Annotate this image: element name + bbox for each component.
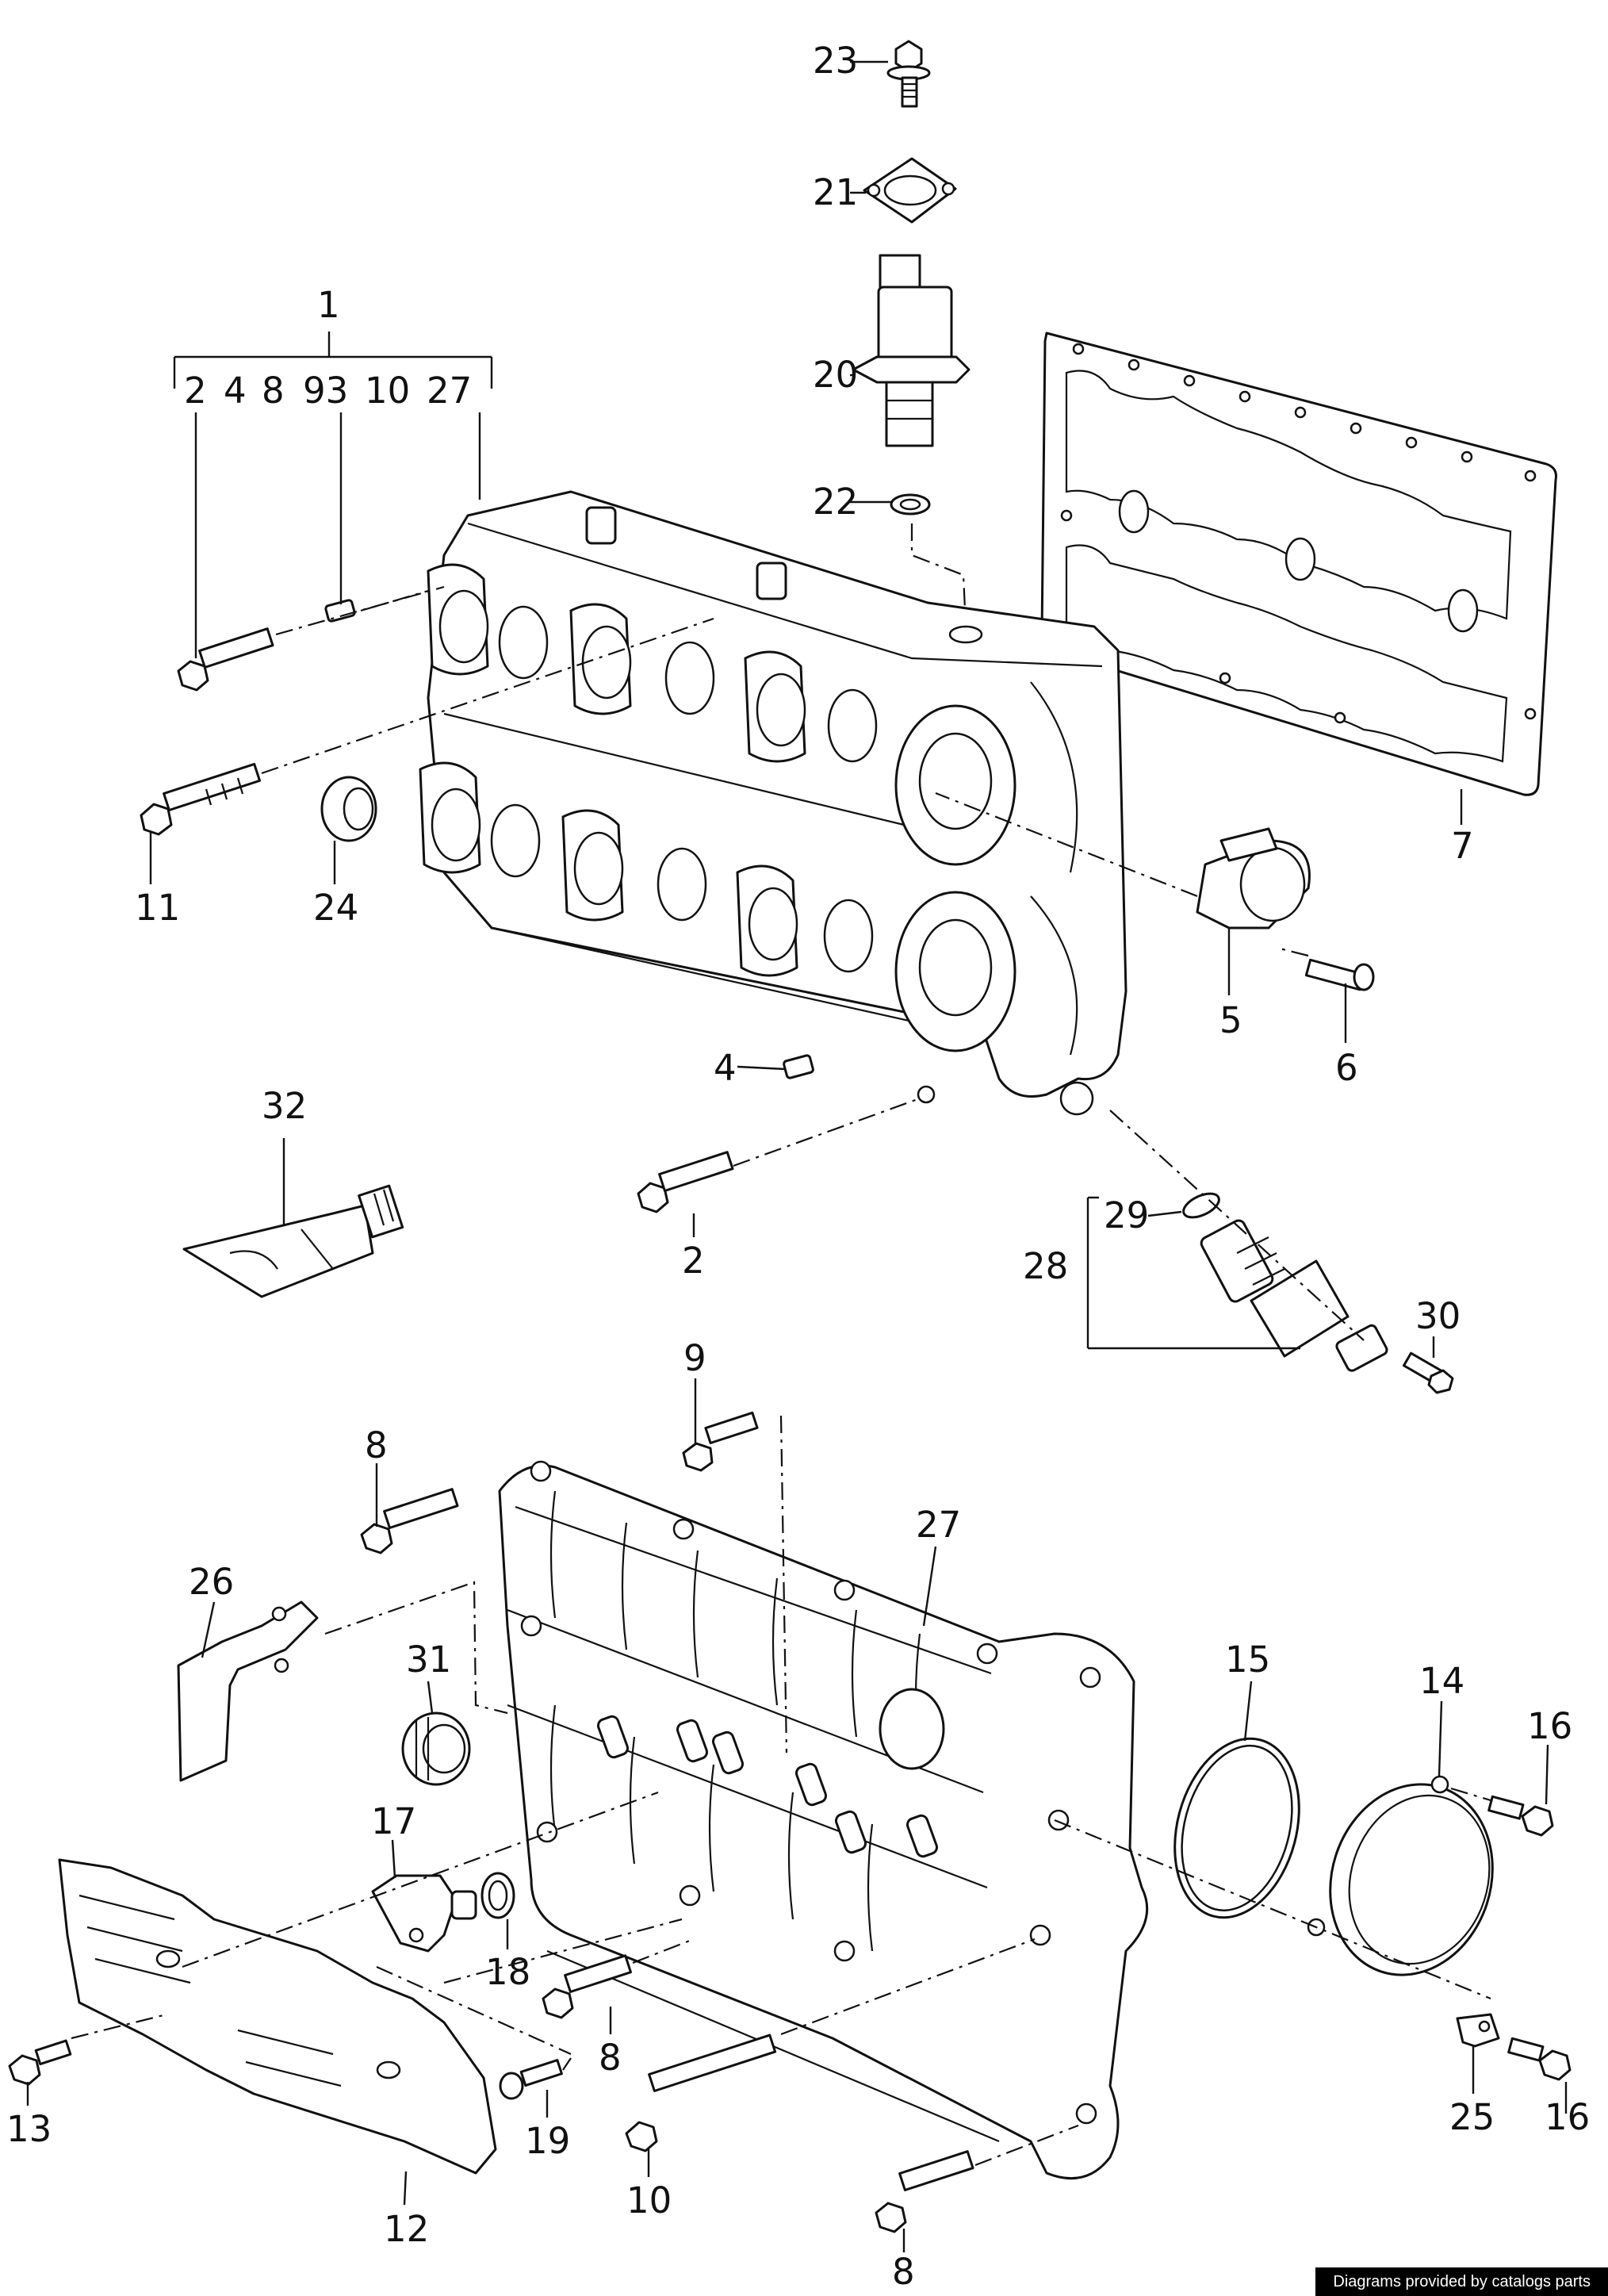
- callout-1-member-27: 27: [427, 370, 472, 412]
- bolt-19: [499, 2059, 563, 2100]
- o-ring-18: [480, 1872, 515, 1919]
- callout-29: 29: [1104, 1194, 1149, 1236]
- sealant-tube-32: [182, 1184, 404, 1298]
- bolt-16-lower: [1507, 2037, 1572, 2081]
- callout-8-top: 8: [365, 1424, 388, 1466]
- callout-25: 25: [1449, 2096, 1495, 2138]
- camshaft-housing-27: [498, 1460, 1149, 2180]
- cylinder-head: [419, 490, 1128, 1116]
- callout-1: 1: [317, 284, 340, 326]
- end-cover-14: [1307, 1775, 1494, 1976]
- bolt-9: [682, 1411, 759, 1472]
- sensor-17: [371, 1874, 477, 1953]
- callout-28: 28: [1023, 1245, 1068, 1287]
- callout-31: 31: [406, 1639, 451, 1681]
- callout-14: 14: [1419, 1660, 1464, 1702]
- leader-19: [443, 1918, 683, 2071]
- callout-4: 4: [714, 1047, 737, 1089]
- plug-31: [401, 1711, 471, 1786]
- callout-19: 19: [525, 2120, 570, 2162]
- callout-10: 10: [626, 2179, 672, 2221]
- callout-30: 30: [1415, 1295, 1461, 1337]
- bracket-5: [1196, 827, 1311, 930]
- bolt-6: [1304, 958, 1375, 991]
- callout-7: 7: [1451, 825, 1474, 867]
- dowel-pin-4: [783, 1054, 814, 1079]
- o-ring-15: [1173, 1737, 1300, 1919]
- bolt-11: [140, 762, 262, 836]
- leader-3: [360, 589, 429, 612]
- leader-2-upper: [275, 585, 445, 636]
- diagram-credit-footer: Diagrams provided by catalogs parts: [1315, 2267, 1608, 2296]
- callout-9: 9: [683, 1337, 706, 1379]
- callout-8-bottom: 8: [892, 2251, 915, 2293]
- seal-ring-24: [320, 776, 377, 842]
- bolt-13: [8, 2039, 72, 2086]
- callout-2: 2: [682, 1240, 705, 1282]
- bolt-30: [1402, 1351, 1454, 1394]
- cover-gasket-7: [1040, 332, 1557, 796]
- gasket-21: [863, 157, 957, 224]
- callout-8-mid: 8: [599, 2037, 622, 2079]
- callout-20: 20: [813, 354, 858, 396]
- callout-1-member-2: 2: [184, 370, 207, 412]
- clip-25: [1456, 2013, 1500, 2048]
- bolt-8-mid: [542, 1954, 632, 2019]
- callout-17: 17: [371, 1800, 416, 1842]
- leader-8-bottom: [974, 2124, 1079, 2167]
- callout-11: 11: [135, 887, 180, 929]
- callout-1-member-10: 10: [365, 370, 410, 412]
- leader-2-lower: [733, 1097, 921, 1167]
- leader-28: [1109, 1110, 1365, 1341]
- bracket-26: [177, 1600, 319, 1782]
- callout-21: 21: [813, 171, 858, 213]
- leader-16-upper: [1450, 1787, 1491, 1802]
- leader-17: [376, 1965, 572, 2056]
- callout-5: 5: [1219, 999, 1242, 1041]
- leader-11: [261, 617, 714, 775]
- solenoid-valve-20: [852, 254, 971, 447]
- callout-12: 12: [384, 2208, 429, 2250]
- bolt-10: [625, 2033, 777, 2152]
- solenoid-28: [1200, 1219, 1388, 1372]
- callout-1-member-93: 93: [303, 370, 348, 412]
- callout-leaders: [26, 60, 1568, 2252]
- dowel-pin-3: [324, 599, 356, 623]
- heat-shield-12: [58, 1858, 497, 2175]
- callout-16-upper: 16: [1527, 1705, 1572, 1747]
- leader-14: [1054, 1819, 1491, 2000]
- o-ring-29: [1182, 1192, 1220, 1219]
- leader-9: [779, 1415, 788, 1754]
- bolt-2-lower: [637, 1151, 734, 1213]
- callout-24: 24: [313, 887, 358, 929]
- callout-26: 26: [189, 1561, 234, 1603]
- callout-labels: 23 21 20 22 1 2 4 8 93 10 27 11 24 5 6 7…: [6, 40, 1590, 2293]
- leader-6: [1276, 946, 1309, 957]
- callout-27: 27: [916, 1504, 961, 1546]
- callout-16-lower: 16: [1545, 2096, 1590, 2138]
- leader-5: [935, 792, 1198, 898]
- leader-10: [780, 1938, 1036, 2036]
- callout-1-member-8: 8: [262, 370, 285, 412]
- callout-15: 15: [1225, 1639, 1270, 1681]
- leader-13: [71, 1791, 659, 2040]
- o-ring-22: [890, 493, 931, 516]
- callout-32: 32: [262, 1085, 307, 1127]
- callout-1-member-4: 4: [224, 370, 247, 412]
- bolt-16-upper: [1487, 1795, 1554, 1837]
- bolt-23: [886, 40, 931, 108]
- callout-18: 18: [485, 1951, 530, 1993]
- callout-23: 23: [813, 40, 858, 82]
- bolt-8-top: [360, 1488, 459, 1554]
- leader-20-to-head: [910, 523, 967, 627]
- leader-26: [324, 1581, 508, 1715]
- bolt-2-upper: [177, 627, 274, 692]
- callout-22: 22: [813, 481, 858, 523]
- callout-6: 6: [1335, 1047, 1358, 1089]
- bolt-8-bottom: [875, 2150, 974, 2233]
- callout-13: 13: [6, 2108, 52, 2150]
- leader-8-mid: [632, 1938, 695, 1964]
